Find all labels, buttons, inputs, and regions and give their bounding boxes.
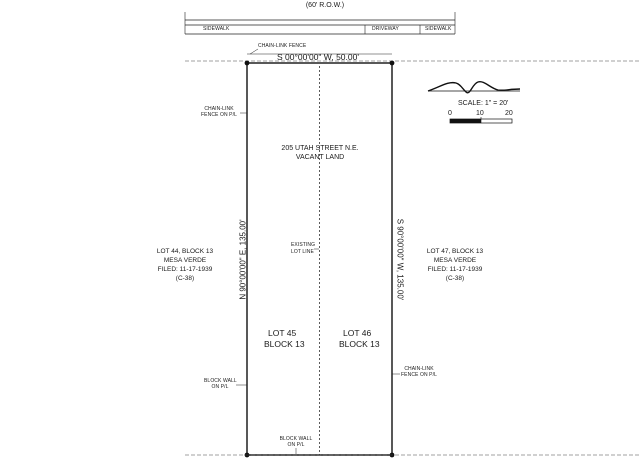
scale-tick-0: 0	[448, 110, 452, 117]
property-address: 205 UTAH STREET N.E.	[281, 145, 359, 152]
street-row-label: (60' R.O.W.)	[305, 2, 345, 9]
right-neighbor-subdivision: MESA VERDE	[433, 257, 477, 264]
right-bearing-label: S 90°00'00" W, 135.00'	[395, 218, 405, 301]
right-neighbor-lot: LOT 47, BLOCK 13	[426, 248, 484, 255]
corner-monument-nw	[244, 60, 250, 66]
right-fence-note-2: FENCE ON P/L	[401, 372, 437, 378]
top-fence-leader	[249, 48, 259, 55]
left-neighbor-subdivision: MESA VERDE	[163, 257, 207, 264]
right-neighbor-filed: FILED: 11-17-1939	[427, 266, 483, 273]
property-status: VACANT LAND	[295, 154, 345, 161]
left-neighbor-lot: LOT 44, BLOCK 13	[156, 248, 214, 255]
left-wall-note-2: ON P/L	[211, 384, 229, 390]
lot-46-block: BLOCK 13	[339, 339, 380, 349]
scale-bar-fill-1	[450, 119, 481, 123]
right-neighbor-ref: (C-38)	[445, 275, 465, 282]
left-wall-note-1: BLOCK WALL	[204, 378, 237, 384]
sidewalk-right-label: SIDEWALK	[425, 26, 452, 32]
scale-tick-10: 10	[476, 110, 484, 117]
bottom-wall-note-1: BLOCK WALL	[279, 436, 313, 442]
scale-label: SCALE: 1" = 20'	[458, 100, 509, 107]
sidewalk-left-label: SIDEWALK	[203, 26, 230, 32]
right-fence-note-1: CHAIN-LINK	[404, 366, 434, 372]
lot-46-label: LOT 46	[343, 328, 372, 338]
bottom-wall-note-2: ON P/L	[287, 442, 305, 448]
lot-45-block: BLOCK 13	[264, 339, 305, 349]
scale-tick-20: 20	[505, 110, 513, 117]
top-bearing-label: S 00°00'00" W, 50.00'	[277, 52, 359, 62]
lot-line-label-2: LOT LINE	[291, 249, 314, 255]
corner-monument-ne	[389, 60, 395, 66]
left-fence-note-1: CHAIN-LINK	[204, 106, 234, 112]
top-fence-label: CHAIN-LINK FENCE	[258, 43, 307, 49]
left-neighbor-filed: FILED: 11-17-1939	[157, 266, 213, 273]
lot-line-label-1: EXISTING	[291, 242, 316, 248]
left-fence-note-2: FENCE ON P/L	[201, 112, 237, 118]
lot-45-label: LOT 45	[268, 328, 297, 338]
left-bearing-label: N 90°00'00" E, 135.00'	[238, 219, 248, 300]
left-neighbor-ref: (C-38)	[175, 275, 195, 282]
driveway-label: DRIVEWAY	[372, 26, 399, 32]
north-arrow-icon	[427, 80, 521, 94]
